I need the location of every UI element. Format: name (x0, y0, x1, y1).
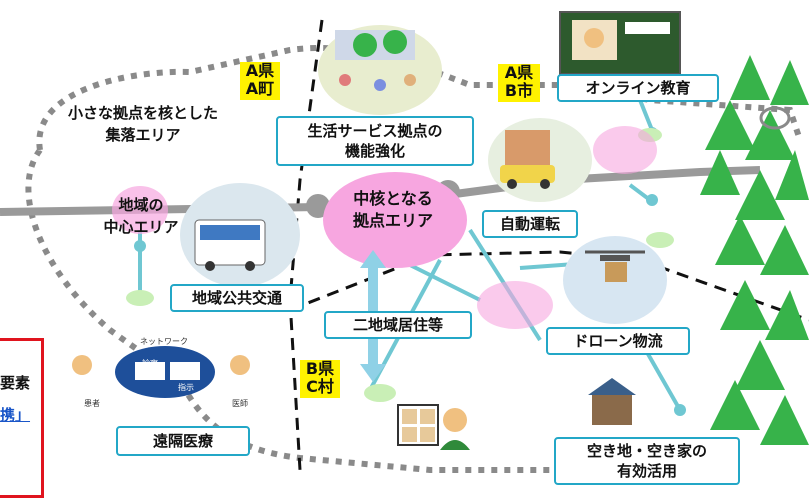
telemedicine-illustration (72, 346, 250, 398)
side-panel-frame (0, 338, 44, 498)
core-hub-area-label: 中核となる 拠点エリア (352, 189, 433, 230)
road-node-left (306, 194, 330, 218)
prefecture-a-city: A県 B市 (498, 64, 540, 102)
pink-areas (112, 126, 657, 329)
online-education-illustration (559, 11, 681, 75)
drone-illustration (563, 236, 667, 324)
vacant-house-illustration (588, 378, 636, 425)
small-hub-area-label: 小さな拠点を核とした 集落エリア (67, 104, 218, 144)
instruction-label: 指示 (178, 383, 194, 392)
doctor-label: 医師 (232, 399, 248, 408)
telemedicine-box: 遠隔医療 (116, 426, 250, 456)
prefecture-c-village: B県 C村 (300, 360, 340, 398)
side-panel-text-2: 携」 (0, 406, 31, 424)
forest-trees (700, 55, 809, 445)
prefecture-border-2 (289, 250, 809, 322)
town-plaza-illustration (318, 25, 442, 115)
autonomous-car-illustration (488, 118, 592, 202)
prefecture-a-town: A県 A町 (240, 62, 280, 100)
dual-residence-box: 二地域居住等 (324, 311, 472, 339)
video-call-illustration (397, 404, 470, 450)
autonomous-driving-box: 自動運転 (482, 210, 578, 238)
online-education-box: オンライン教育 (557, 74, 719, 102)
core-hub-blob (323, 172, 467, 268)
patient-label: 患者 (84, 399, 100, 408)
diagnosis-label: 診察 (142, 359, 158, 368)
life-service-hub-box: 生活サービス拠点の 機能強化 (276, 116, 474, 166)
vacant-land-box: 空き地・空き家の 有効活用 (554, 437, 740, 485)
side-panel-text-1: 要素 (0, 374, 31, 392)
regional-center-label: 地域の 中心エリア (103, 196, 179, 236)
bus-illustration (180, 183, 300, 287)
network-label: ネットワーク (140, 337, 188, 346)
public-transport-box: 地域公共交通 (170, 284, 304, 312)
drone-logistics-box: ドローン物流 (546, 327, 690, 355)
